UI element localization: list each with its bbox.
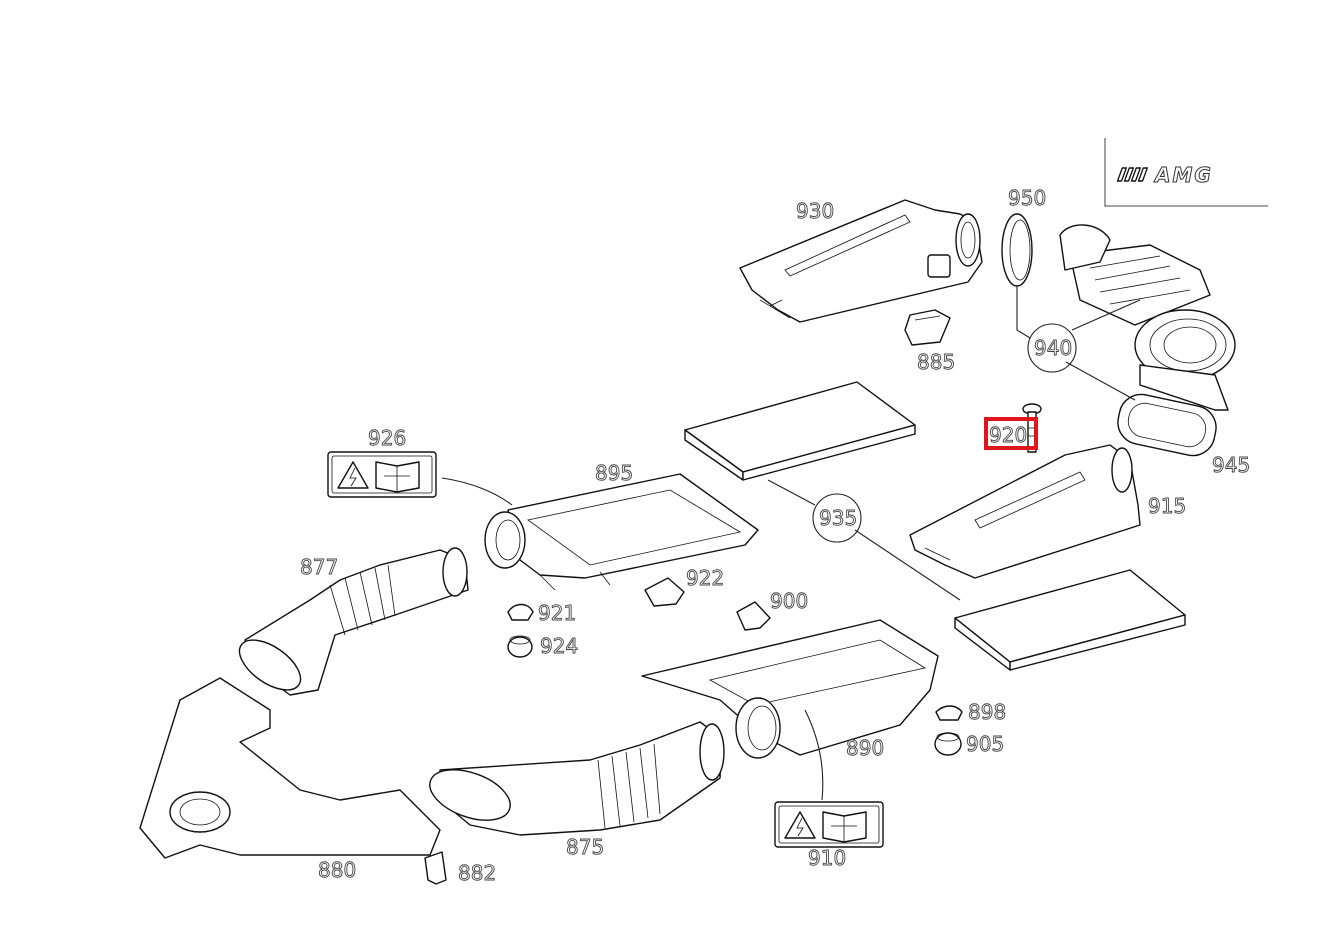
callout-circle-935	[812, 493, 862, 543]
part-950-seal-ring[interactable]	[1001, 213, 1033, 287]
part-945-gasket[interactable]	[1114, 390, 1220, 459]
label-880[interactable]: 880	[318, 858, 357, 883]
part-910-warning-label[interactable]	[774, 801, 884, 848]
part-922-clip[interactable]	[644, 577, 685, 607]
label-924[interactable]: 924	[540, 634, 579, 659]
label-890[interactable]: 890	[846, 736, 885, 761]
label-898[interactable]: 898	[968, 700, 1007, 725]
part-898-clamp[interactable]	[935, 705, 963, 721]
part-940-filter-housing[interactable]	[1059, 224, 1236, 411]
leader-lines	[441, 286, 1141, 801]
part-930-intake-cover[interactable]	[739, 199, 983, 323]
label-915[interactable]: 915	[1148, 494, 1187, 519]
part-875-intake-duct[interactable]	[423, 721, 725, 836]
callout-circle-940	[1027, 323, 1077, 373]
part-921-clamp[interactable]	[507, 603, 534, 621]
label-900[interactable]: 900	[770, 589, 809, 614]
part-900-clip[interactable]	[736, 601, 771, 631]
label-926[interactable]: 926	[368, 426, 407, 451]
label-910[interactable]: 910	[808, 846, 847, 871]
part-882-clip[interactable]	[424, 851, 447, 885]
part-915-intake-cover[interactable]	[909, 444, 1141, 579]
label-940[interactable]: 940	[1034, 336, 1073, 361]
part-935-air-filter-upper[interactable]	[684, 381, 916, 481]
label-935[interactable]: 935	[819, 506, 858, 531]
label-875[interactable]: 875	[566, 835, 605, 860]
part-890-filter-box[interactable]	[641, 619, 939, 759]
warning-electrical-icon	[784, 811, 816, 839]
label-945[interactable]: 945	[1212, 453, 1251, 478]
amg-logo-text: AMG	[1153, 163, 1213, 187]
part-880-air-duct[interactable]	[139, 677, 441, 859]
manual-wrench-icon	[375, 461, 420, 493]
part-895-filter-box[interactable]	[484, 473, 759, 591]
label-885[interactable]: 885	[917, 350, 956, 375]
part-905-grommet[interactable]	[934, 732, 962, 756]
manual-wrench-icon	[822, 811, 867, 843]
label-950[interactable]: 950	[1008, 186, 1047, 211]
label-882[interactable]: 882	[458, 861, 497, 886]
part-924-grommet[interactable]	[507, 635, 533, 658]
warning-electrical-icon	[337, 461, 369, 489]
highlight-box-920	[984, 417, 1038, 450]
label-877[interactable]: 877	[300, 555, 339, 580]
part-935-air-filter-lower[interactable]	[954, 569, 1186, 671]
label-920[interactable]: 920	[989, 423, 1028, 448]
part-885-bracket[interactable]	[904, 309, 951, 346]
part-877-intake-duct[interactable]	[231, 547, 469, 700]
label-930[interactable]: 930	[796, 199, 835, 224]
label-922[interactable]: 922	[686, 566, 725, 591]
amg-logo: AMG	[1104, 138, 1268, 207]
label-905[interactable]: 905	[966, 732, 1005, 757]
part-926-warning-label[interactable]	[327, 451, 437, 498]
label-921[interactable]: 921	[538, 601, 577, 626]
label-895[interactable]: 895	[595, 461, 634, 486]
